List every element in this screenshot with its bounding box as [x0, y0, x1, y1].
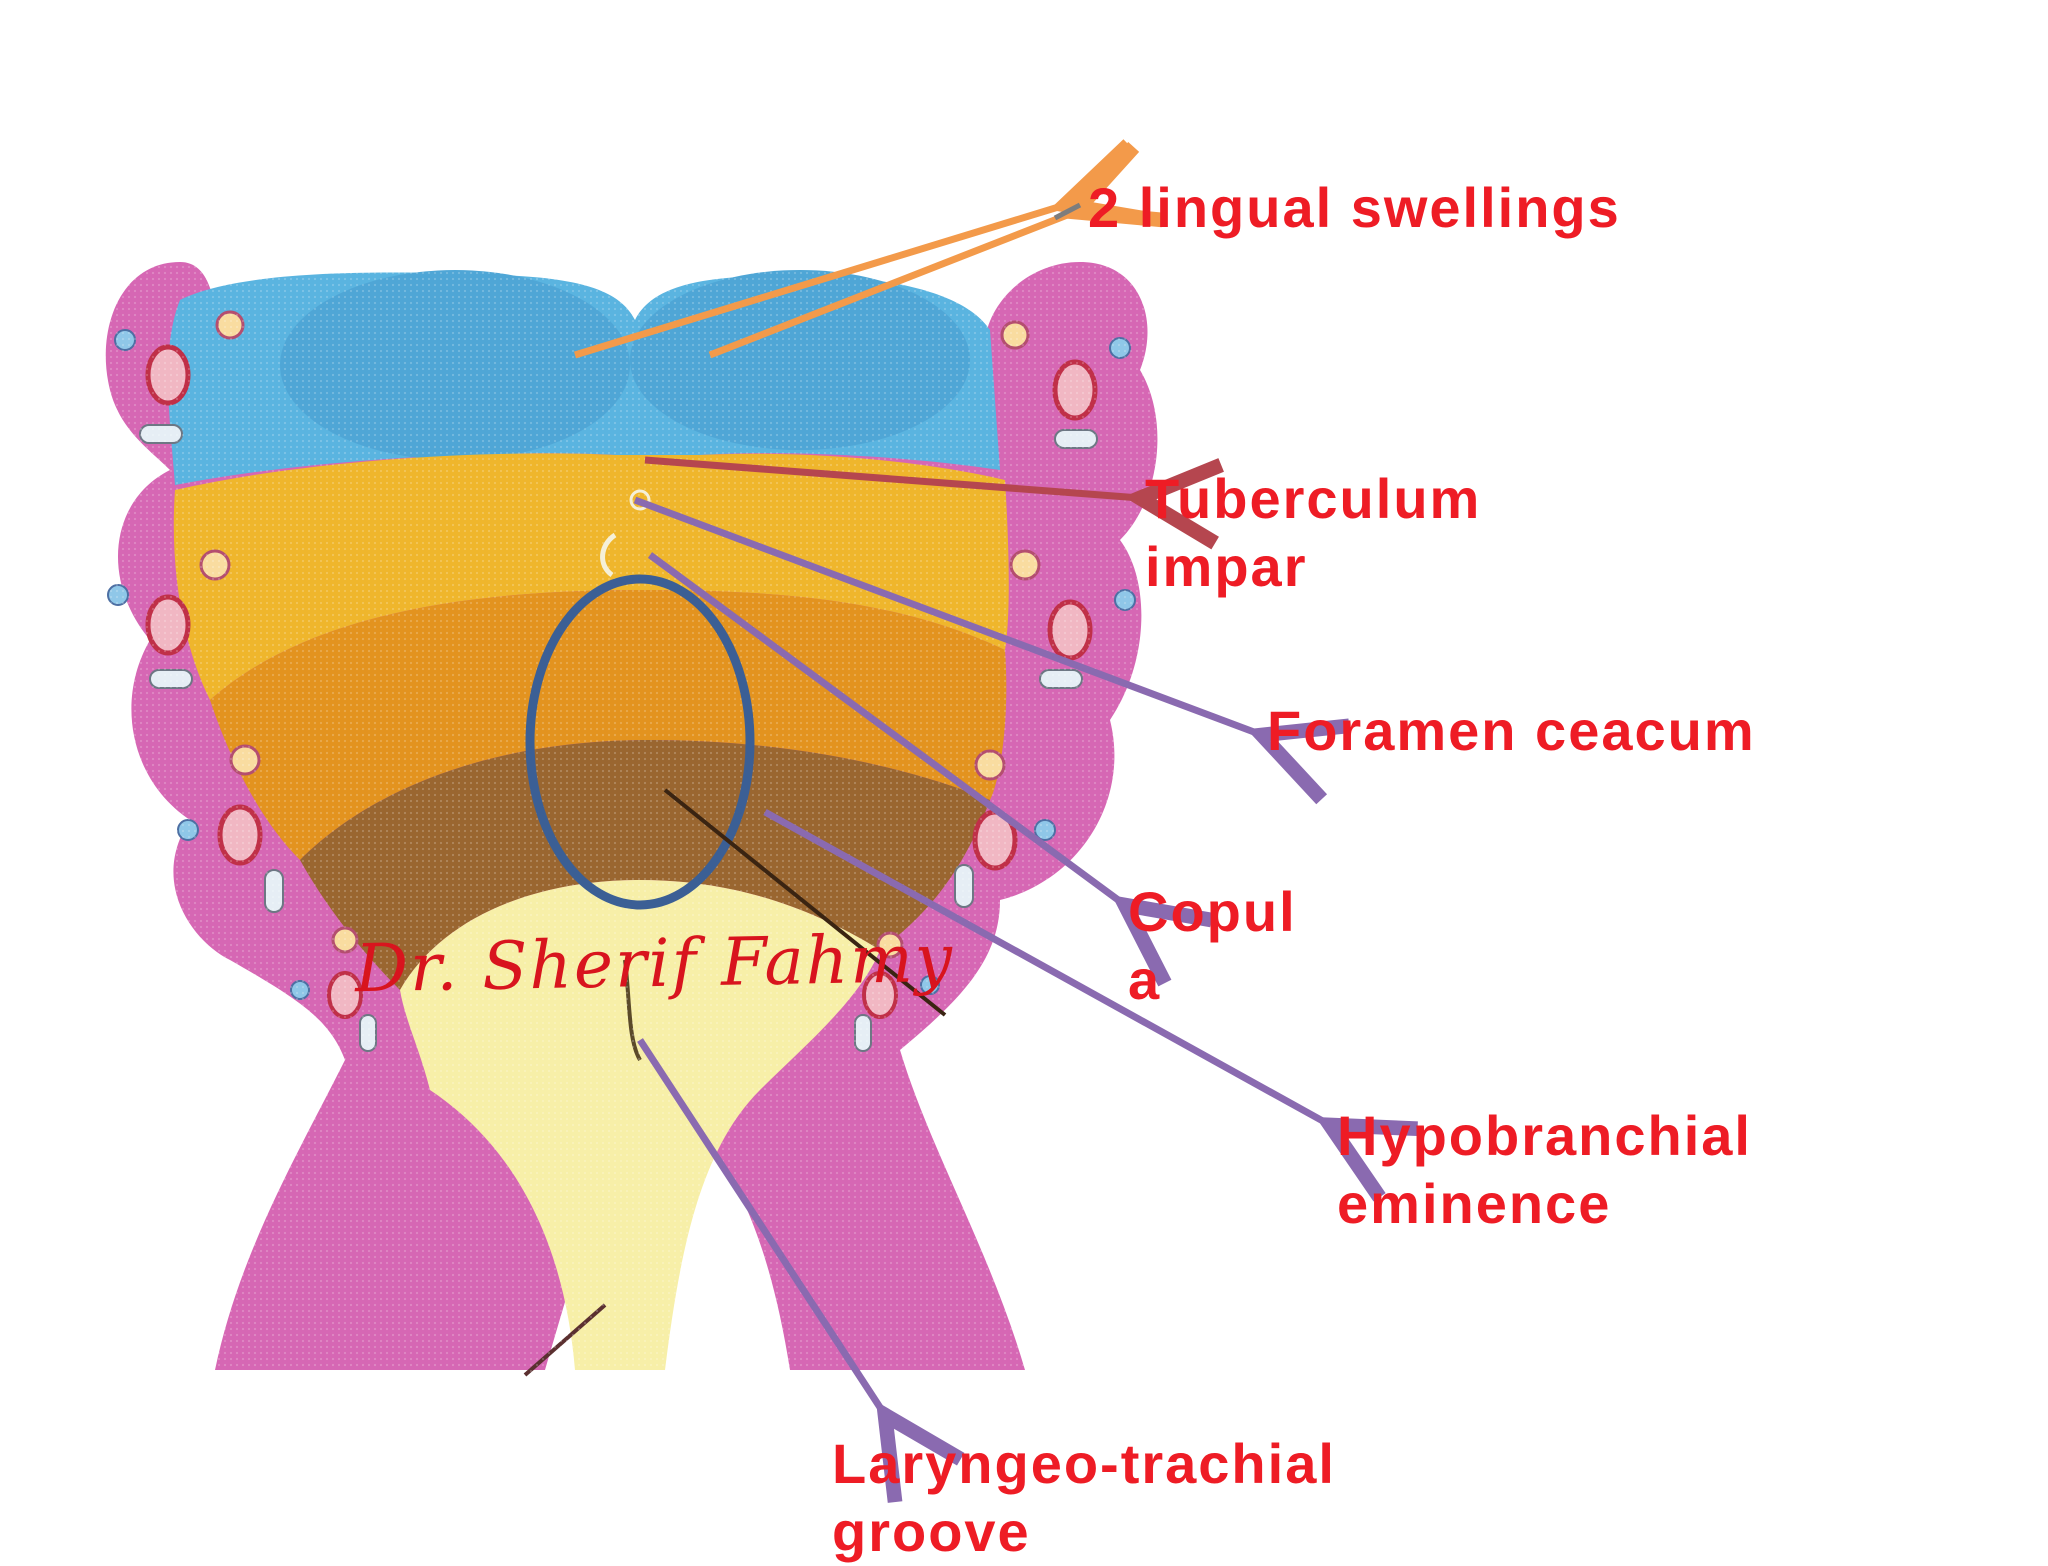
label-tuberculum-impar: Tuberculum impar: [1145, 465, 1481, 601]
label-copula-line2: a: [1128, 948, 1162, 1011]
pointer-arrows: [573, 205, 1330, 1415]
label-laryngeo-line2: groove: [832, 1500, 1031, 1563]
arrow-laryngeo: [637, 1038, 885, 1415]
arrow-lingual-right: [708, 212, 1075, 359]
label-hypobranchial-line2: eminence: [1337, 1172, 1612, 1235]
label-foramen-text: Foramen ceacum: [1267, 699, 1756, 762]
arrow-copula: [647, 552, 1125, 905]
label-tuberculum-line2: impar: [1145, 535, 1308, 598]
copula-circle: [525, 574, 755, 910]
arrow-hypobranchial: [763, 808, 1330, 1125]
label-laryngeo-trachial-groove: Laryngeo-trachial groove: [832, 1430, 1336, 1566]
arrow-tuberculum: [644, 456, 1140, 498]
label-lingual-swellings-text: 2 lingual swellings: [1088, 176, 1621, 239]
foramen-caecum-mark: [600, 532, 617, 578]
halftone-texture: [100, 255, 1160, 1375]
arrow-foramen: [633, 496, 1262, 735]
author-signature: Dr. Sherif Fahmy: [354, 919, 955, 1008]
label-hypobranchial-eminence: Hypobranchial eminence: [1337, 1102, 1752, 1238]
label-copula: Copul a: [1128, 878, 1297, 1014]
label-tuberculum-line1: Tuberculum: [1145, 467, 1482, 530]
label-copula-line1: Copul: [1128, 880, 1297, 943]
label-lingual-swellings: 2 lingual swellings: [1088, 174, 1621, 242]
arrow-lingual-left: [573, 205, 1065, 359]
label-hypobranchial-line1: Hypobranchial: [1337, 1104, 1752, 1167]
label-foramen-ceacum: Foramen ceacum: [1267, 697, 1756, 765]
label-laryngeo-line1: Laryngeo-trachial: [832, 1432, 1336, 1495]
